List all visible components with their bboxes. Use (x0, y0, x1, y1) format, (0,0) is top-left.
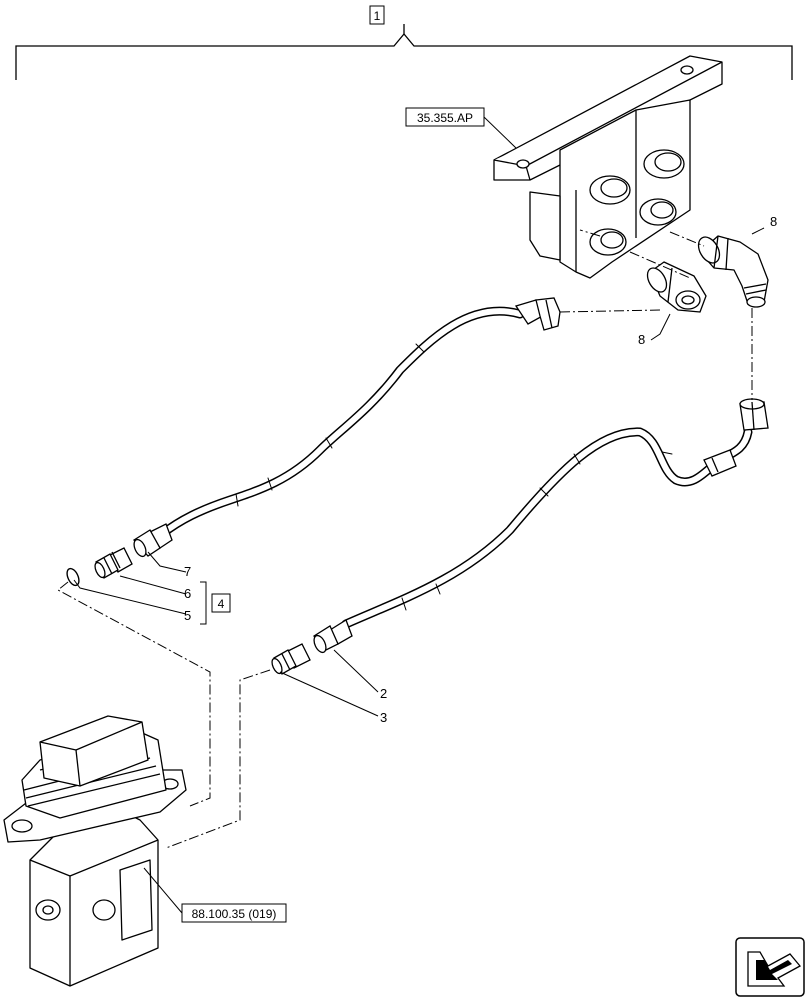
callout-7: 7 (184, 564, 191, 579)
kit-number-box: 4 (211, 593, 231, 613)
control-valve-reference-label: 88.100.35 (019) (192, 907, 277, 921)
callout-2: 2 (380, 686, 387, 701)
leader-lines (73, 227, 765, 717)
callout-3: 3 (380, 710, 387, 725)
connection-lines (57, 229, 753, 849)
straight-fitting-8-lower (646, 261, 707, 313)
callout-8-upper: 8 (770, 214, 777, 229)
callout-5: 5 (184, 608, 191, 623)
hose-lower (341, 427, 753, 629)
kit-number-label: 4 (218, 597, 225, 611)
hose-upper-bottom-fitting (133, 523, 173, 558)
callout-6: 6 (184, 586, 191, 601)
hose-lower-bottom-fitting (313, 619, 353, 654)
hose-upper (157, 306, 525, 539)
assembly-number-box: 1 (369, 5, 385, 25)
assembly-number-label: 1 (374, 9, 381, 23)
elbow-fitting-8-upper (697, 235, 769, 308)
hose-lower-crimp-sleeve (703, 449, 737, 477)
hose-upper-top-fitting (514, 297, 561, 331)
adapter-6 (94, 547, 133, 579)
assembly-bracket (15, 24, 793, 80)
next-page-arrow-icon[interactable] (735, 937, 805, 997)
o-ring-5 (66, 567, 80, 587)
valve-block (493, 55, 723, 279)
control-valve-reference: 88.100.35 (019) (143, 867, 287, 923)
control-valve (3, 715, 187, 987)
callout-8-lower: 8 (638, 332, 645, 347)
adapter-3 (271, 643, 311, 675)
valve-block-reference: 35.355.AP (405, 107, 517, 149)
hose-lower-top-fitting (739, 398, 769, 431)
valve-block-reference-label: 35.355.AP (417, 111, 473, 125)
